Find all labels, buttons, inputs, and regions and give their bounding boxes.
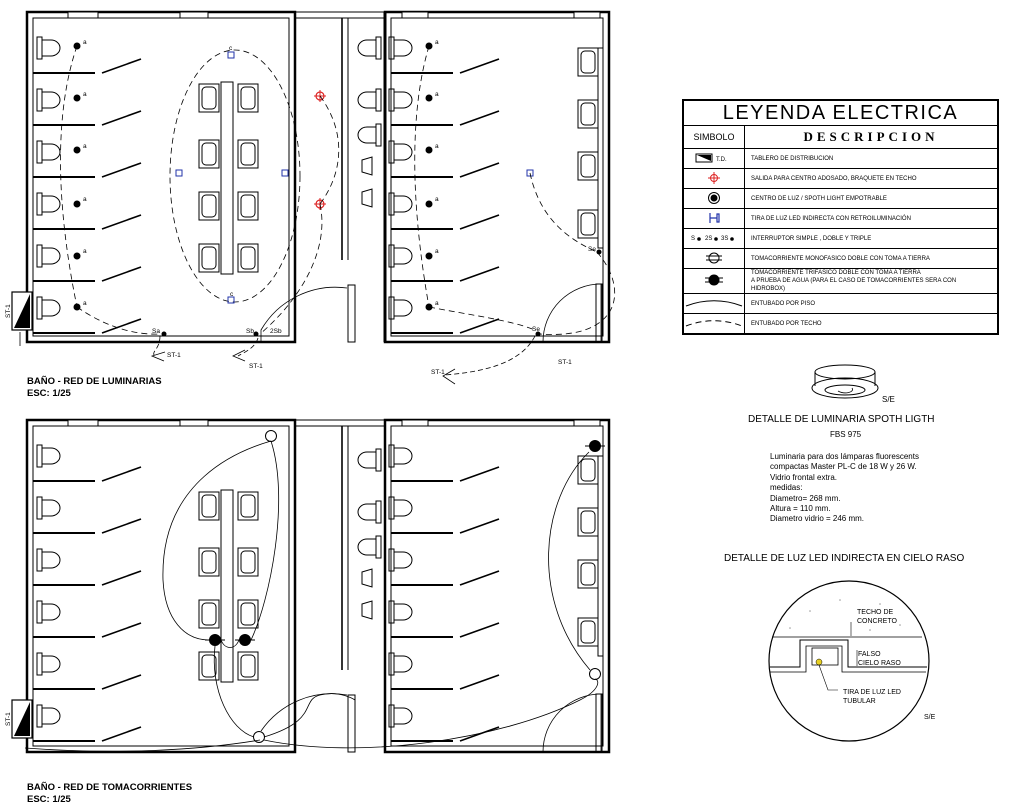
label-line: TUBULAR <box>843 698 876 705</box>
tag-a: a <box>435 143 439 150</box>
circuit-tag: ST-1 <box>249 363 263 370</box>
slab-label: TECHO DE CONCRETO <box>857 608 897 626</box>
led-detail-graphic <box>768 580 930 742</box>
false-ceiling-label: FALSO CIELO RASO <box>858 650 901 668</box>
spec-line: medidas: <box>770 483 803 493</box>
ceiling-conduit-icon <box>683 313 745 334</box>
td-label: T.D. <box>716 157 727 163</box>
outlets-plan: ST-1 <box>5 418 611 754</box>
led-detail-title: DETALLE DE LUZ LED INDIRECTA EN CIELO RA… <box>724 553 965 564</box>
switch-icon: S 2S 3S <box>683 228 745 249</box>
spec-line: compactas Master PL-C de 18 W y 26 W. <box>770 462 917 472</box>
tag-a: a <box>435 91 439 98</box>
tag-a: a <box>435 196 439 203</box>
lighting-plan-title: BAÑO - RED DE LUMINARIAS ESC: 1/25 <box>27 376 162 400</box>
scale-tag: S/E <box>882 395 895 404</box>
switch-label: 3S <box>721 236 728 242</box>
switch-tag: Sb <box>246 328 254 335</box>
outlet-three-phase-icon <box>683 268 745 294</box>
spec-line: Vidrio frontal extra. <box>770 472 837 482</box>
legend-desc-line: TOMACORRIENTE TRIFASICO DOBLE CON TOMA A… <box>751 270 921 276</box>
tag-c: c <box>229 45 233 52</box>
circuit-tag: ST-1 <box>558 359 572 366</box>
label-line: CONCRETO <box>857 618 897 625</box>
switch-tag: Se <box>532 326 540 333</box>
outlets-plan-title: BAÑO - RED DE TOMACORRIENTES ESC: 1/25 <box>27 782 192 806</box>
led-strip-icon <box>683 208 745 229</box>
label-line: FALSO <box>858 651 881 658</box>
label-line: TIRA DE LUZ LED <box>843 689 901 696</box>
legend-row-desc: CENTRO DE LUZ / SPOTH LIGHT EMPOTRABLE <box>744 188 998 209</box>
panel-board-icon: T.D. <box>683 148 745 169</box>
circuit-tag: ST-1 <box>5 712 12 726</box>
switch-label: 2S <box>705 236 712 242</box>
legend-row-desc: TOMACORRIENTE TRIFASICO DOBLE CON TOMA A… <box>744 268 998 294</box>
lighting-plan: a a a a a a a a a a a a c c Sa Sb 2Sb Se… <box>5 10 616 385</box>
outlet-three-phase-icon <box>205 440 605 646</box>
spec-line: Altura = 110 mm. <box>770 504 831 514</box>
legend-row-desc: TABLERO DE DISTRIBUCION <box>744 148 998 169</box>
spotlight-icon <box>683 188 745 209</box>
tag-a: a <box>435 39 439 46</box>
legend-row-desc: SALIDA PARA CENTRO ADOSADO, BRAQUETE EN … <box>744 168 998 189</box>
led-strip-label: TIRA DE LUZ LED TUBULAR <box>843 688 901 706</box>
spotlight-detail-graphic <box>811 364 879 399</box>
outlet-single-phase-icon <box>683 248 745 269</box>
legend-row-desc: TOMACORRIENTE MONOFASICO DOBLE CON TOMA … <box>744 248 998 269</box>
spot-detail-specs: Luminaria para dos lámparas fluorescents… <box>770 452 919 525</box>
scale-tag: S/E <box>924 714 936 721</box>
circuit-tag: ST-1 <box>167 352 181 359</box>
tag-a: a <box>435 300 439 307</box>
tag-a: a <box>83 39 87 46</box>
tag-a: a <box>435 248 439 255</box>
switch-tag: Se <box>588 246 596 253</box>
led-strip-icon <box>175 51 534 304</box>
ceiling-outlet-icon <box>683 168 745 189</box>
tag-a: a <box>83 300 87 307</box>
legend-row-desc: TIRA DE LUZ LED INDIRECTA CON RETROILUMI… <box>744 208 998 229</box>
circuit-tag: ST-1 <box>5 304 12 318</box>
circuit-tag: ST-1 <box>431 369 445 376</box>
label-line: CIELO RASO <box>858 660 901 667</box>
legend-symbol-header: SIMBOLO <box>683 125 745 149</box>
legend-description-header: DESCRIPCION <box>744 125 998 149</box>
legend-row-desc: ENTUBADO POR PISO <box>744 293 998 314</box>
tag-a: a <box>83 248 87 255</box>
tag-a: a <box>83 196 87 203</box>
spec-line: Diametro= 268 mm. <box>770 493 841 503</box>
electrical-legend: LEYENDA ELECTRICA SIMBOLO DESCRIPCION T.… <box>682 99 999 335</box>
panel-board-icon <box>11 291 33 346</box>
tag-c: c <box>230 291 234 298</box>
spot-detail-title: DETALLE DE LUMINARIA SPOTH LIGTH <box>748 414 935 425</box>
tag-a: a <box>83 91 87 98</box>
legend-desc-line: A PRUEBA DE AGUA (PARA EL CASO DE TOMACO… <box>751 278 957 292</box>
legend-title: LEYENDA ELECTRICA <box>683 100 998 126</box>
plan-title: BAÑO - RED DE TOMACORRIENTES <box>27 782 193 793</box>
outlet-single-phase-icon <box>253 430 601 743</box>
switch-tag: Sa <box>152 328 160 335</box>
floor-conduit-icon <box>683 293 745 314</box>
plan-scale: ESC: 1/25 <box>27 388 71 399</box>
spec-line: Luminaria para dos lámparas fluorescents <box>770 452 919 461</box>
legend-row-desc: ENTUBADO POR TECHO <box>744 313 998 334</box>
label-line: TECHO DE <box>857 609 894 616</box>
plan-scale: ESC: 1/25 <box>27 794 71 805</box>
plan-title: BAÑO - RED DE LUMINARIAS <box>27 376 162 387</box>
spot-detail-model: FBS 975 <box>830 430 862 439</box>
switch-label: S <box>691 236 695 242</box>
spec-line: Diametro vidrio = 246 mm. <box>770 514 865 524</box>
tag-a: a <box>83 143 87 150</box>
legend-row-desc: INTERRUPTOR SIMPLE , DOBLE Y TRIPLE <box>744 228 998 249</box>
switch-tag: 2Sb <box>270 328 282 335</box>
ceiling-outlet-icon <box>314 90 326 210</box>
